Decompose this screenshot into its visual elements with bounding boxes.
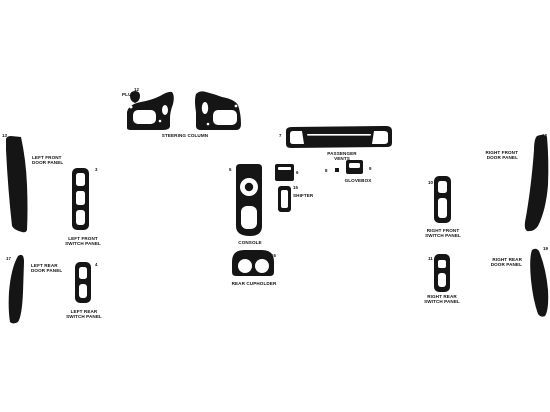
left-front-door-label: LEFT FRONT DOOR PANEL xyxy=(32,155,64,166)
right-rear-door-label: RIGHT REAR DOOR PANEL xyxy=(490,257,522,268)
rear-cupholder-number: 16 xyxy=(271,253,276,258)
right-front-switch-number: 10 xyxy=(428,180,433,185)
left-rear-door-panel-shape xyxy=(8,254,24,324)
plug-label: PLUG xyxy=(122,92,136,97)
right-front-door-number: 18 xyxy=(542,133,547,138)
shifter-label: SHIFTER xyxy=(293,193,314,198)
console-number: 5 xyxy=(229,167,232,172)
shifter-bottom-shape xyxy=(278,186,291,212)
right-front-switch-panel-shape xyxy=(434,176,451,223)
right-rear-door-number: 19 xyxy=(543,246,548,251)
right-rear-switch-panel-shape xyxy=(434,254,450,292)
right-front-switch-label: RIGHT FRONT SWITCH PANEL xyxy=(425,228,461,239)
left-rear-switch-panel-shape xyxy=(75,262,91,303)
passenger-vents-shape xyxy=(286,126,392,148)
right-front-door-panel-shape xyxy=(524,134,549,232)
glovebox-shape xyxy=(346,160,363,174)
rear-cupholder-label: REAR CUPHOLDER xyxy=(231,281,277,286)
glovebox-number: 9 xyxy=(369,166,372,171)
steering-column-label: STEERING COLUMN xyxy=(161,133,209,138)
shifter-bottom-number: 15 xyxy=(293,185,298,190)
right-rear-switch-number: 11 xyxy=(428,256,433,261)
steering-column-right-number: 2 xyxy=(201,113,204,118)
steering-column-left-number: 1 xyxy=(146,103,149,108)
rear-cupholder-shape xyxy=(232,250,274,276)
passenger-vents-label: PASSENGER VENTS xyxy=(327,151,357,162)
left-front-switch-number: 3 xyxy=(95,167,98,172)
console-shape xyxy=(236,164,262,236)
left-rear-door-label: LEFT REAR DOOR PANEL xyxy=(31,263,63,274)
right-rear-switch-label: RIGHT REAR SWITCH PANEL xyxy=(424,294,460,305)
shifter-top-shape xyxy=(275,164,294,181)
left-rear-switch-label: LEFT REAR SWITCH PANEL xyxy=(66,309,102,320)
left-front-switch-label: LEFT FRONT SWITCH PANEL xyxy=(65,236,101,247)
left-front-switch-panel-shape xyxy=(72,168,89,230)
left-rear-door-number: 17 xyxy=(6,256,11,261)
glovebox-small-shape xyxy=(335,168,339,172)
shifter-top-number: 6 xyxy=(296,170,299,175)
glovebox-small-number: 8 xyxy=(325,168,328,173)
glovebox-label: GLOVEBOX xyxy=(344,178,372,183)
left-rear-switch-number: 4 xyxy=(95,262,98,267)
steering-column-right-shape xyxy=(195,91,241,130)
plug-shape xyxy=(130,91,140,103)
right-rear-door-panel-shape xyxy=(530,248,549,317)
passenger-vents-number: 7 xyxy=(279,133,282,138)
right-front-door-label: RIGHT FRONT DOOR PANEL xyxy=(485,150,518,161)
left-front-door-number: 13 xyxy=(2,133,7,138)
left-front-door-panel-shape xyxy=(6,136,28,233)
steering-column-left-shape xyxy=(127,91,174,130)
plug-number: 12 xyxy=(134,87,139,92)
console-label: CONSOLE xyxy=(238,240,262,245)
